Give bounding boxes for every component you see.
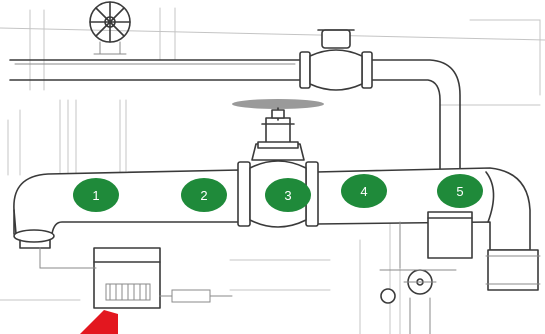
marker-label: 1 xyxy=(92,188,99,203)
red-arrow-icon xyxy=(80,310,118,334)
marker-3: 3 xyxy=(265,178,311,212)
upper-valve xyxy=(300,30,372,90)
marker-1: 1 xyxy=(73,178,119,212)
marker-4: 4 xyxy=(341,174,387,208)
lower-right-fittings xyxy=(380,212,472,334)
marker-2: 2 xyxy=(181,178,227,212)
marker-label: 5 xyxy=(456,184,463,199)
marker-label: 2 xyxy=(200,188,207,203)
lower-left-equipment xyxy=(40,248,232,308)
marker-5: 5 xyxy=(437,174,483,208)
marker-label: 3 xyxy=(284,188,291,203)
marker-label: 4 xyxy=(360,184,367,199)
handwheel-icon xyxy=(90,2,130,54)
